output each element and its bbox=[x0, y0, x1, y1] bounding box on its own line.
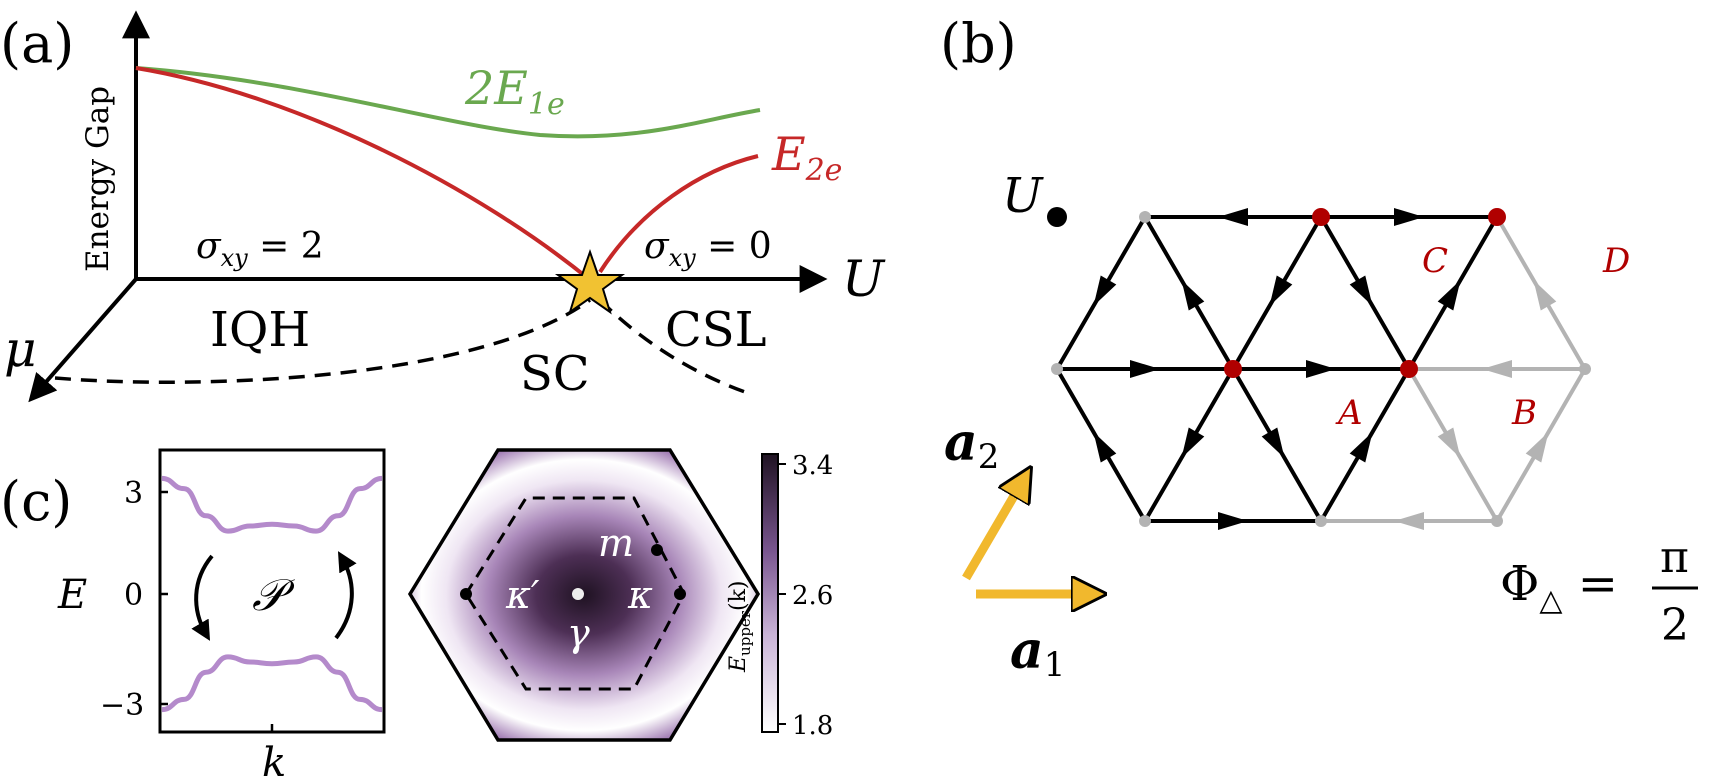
lattice-site bbox=[1315, 515, 1327, 527]
lattice-site bbox=[1491, 515, 1503, 527]
bond-arrow bbox=[1218, 208, 1248, 226]
lattice-site bbox=[1139, 515, 1151, 527]
vector-a2-label: a2 bbox=[944, 412, 999, 477]
site-label-a: A bbox=[1335, 393, 1363, 433]
particle-hole-arrow-right bbox=[334, 551, 357, 640]
label-kappa: κ bbox=[627, 573, 653, 617]
bz-heatmap bbox=[407, 448, 761, 742]
lattice-site bbox=[1400, 360, 1418, 378]
lattice-site bbox=[1488, 208, 1506, 226]
point-gamma bbox=[572, 588, 584, 600]
bond-arrow bbox=[1093, 275, 1117, 306]
dashed-boundary-right bbox=[598, 298, 746, 394]
colorbar bbox=[761, 453, 779, 733]
panel-b-label: (b) bbox=[940, 12, 1017, 75]
particle-hole-arrow-left bbox=[191, 554, 214, 641]
bond-arrow bbox=[1130, 360, 1160, 378]
panel-c: (c) 3 0 −3 E k 𝒫 m κ′ γ κ bbox=[0, 448, 833, 784]
point-kappa-prime bbox=[460, 588, 472, 600]
band-yticks bbox=[160, 490, 274, 732]
band-ytick-0: 0 bbox=[124, 578, 143, 613]
colorbar-label: Eupper(k) bbox=[726, 581, 754, 673]
site-label-c: C bbox=[1422, 241, 1448, 281]
bond-arrow bbox=[1533, 280, 1557, 311]
label-m: m bbox=[598, 521, 634, 565]
colorbar-tick-26: 2.6 bbox=[792, 581, 833, 611]
phase-iqh: IQH bbox=[210, 302, 310, 358]
bond-arrow bbox=[1306, 360, 1336, 378]
depth-axis bbox=[28, 277, 138, 403]
bond-arrow bbox=[1525, 432, 1549, 463]
bond-arrow bbox=[1269, 275, 1293, 306]
y-axis-label: Energy Gap bbox=[80, 86, 116, 272]
curve-E2e-right bbox=[598, 154, 759, 274]
upper-band bbox=[161, 475, 383, 534]
bond-arrow bbox=[1394, 512, 1424, 530]
lattice-site bbox=[1312, 208, 1330, 226]
colorbar-ticks bbox=[778, 463, 786, 725]
site-label-b: B bbox=[1511, 393, 1537, 433]
sigma-left: σxy = 2 bbox=[196, 226, 324, 272]
site-label-d: D bbox=[1602, 241, 1630, 281]
band-curves bbox=[161, 475, 383, 713]
lattice-site bbox=[1579, 363, 1591, 375]
lattice-site bbox=[1224, 360, 1242, 378]
lower-band bbox=[161, 654, 383, 713]
depth-axis-label: μ bbox=[4, 320, 37, 378]
bond-arrow bbox=[1482, 360, 1512, 378]
curve-2E1e bbox=[135, 66, 761, 139]
flux-formula: Φ△ = π 2 bbox=[1500, 532, 1698, 651]
bond-arrow bbox=[1181, 427, 1205, 458]
curve-E2e-left bbox=[135, 66, 592, 282]
bond-arrow bbox=[1349, 275, 1373, 306]
band-ytick-m3: −3 bbox=[100, 688, 144, 723]
panel-b: (b) U A B C D a1 a2 Φ△ = π 2 bbox=[940, 12, 1698, 685]
phase-csl: CSL bbox=[665, 302, 766, 358]
bond-arrow bbox=[1394, 208, 1424, 226]
svg-text:π: π bbox=[1660, 532, 1689, 583]
site-u bbox=[1047, 207, 1067, 227]
vector-a1-label: a1 bbox=[1010, 620, 1065, 685]
band-ytick-3: 3 bbox=[124, 476, 143, 511]
site-u-label: U bbox=[1002, 168, 1044, 224]
bond-arrow bbox=[1218, 512, 1248, 530]
bond-arrow bbox=[1437, 280, 1461, 311]
sigma-right: σxy = 0 bbox=[644, 226, 772, 272]
colorbar-tick-34: 3.4 bbox=[792, 451, 833, 481]
panel-c-label: (c) bbox=[0, 470, 72, 533]
band-ylabel: E bbox=[57, 572, 87, 618]
kagome-lattice bbox=[1047, 207, 1591, 530]
label-2E1e: 2E1e bbox=[464, 61, 565, 122]
dashed-boundary-left bbox=[54, 298, 592, 384]
operator-p-label: 𝒫 bbox=[252, 570, 295, 621]
critical-point-star bbox=[554, 248, 626, 315]
point-kappa bbox=[674, 588, 686, 600]
panel-a-label: (a) bbox=[0, 12, 74, 75]
bond-arrow bbox=[1181, 280, 1205, 311]
lattice-site bbox=[1051, 363, 1063, 375]
point-m bbox=[651, 544, 663, 556]
bond-arrow bbox=[1093, 432, 1117, 463]
svg-text:2: 2 bbox=[1661, 600, 1689, 651]
vector-a2-arrow bbox=[962, 472, 1028, 581]
band-xlabel: k bbox=[262, 740, 286, 784]
bond-arrow bbox=[1261, 427, 1285, 458]
svg-text:Φ△ =: Φ△ = bbox=[1500, 556, 1618, 618]
bond-arrow bbox=[1349, 432, 1373, 463]
panel-a: (a) Energy Gap U μ 2E1e E2e σxy = 2 σxy … bbox=[0, 10, 886, 403]
x-axis-label: U bbox=[842, 250, 886, 308]
bond-arrow bbox=[1437, 427, 1461, 458]
label-kappa-prime: κ′ bbox=[505, 573, 540, 617]
phase-sc: SC bbox=[520, 346, 590, 402]
lattice-site bbox=[1139, 211, 1151, 223]
colorbar-tick-18: 1.8 bbox=[792, 711, 833, 741]
label-gamma: γ bbox=[567, 611, 590, 655]
label-E2e: E2e bbox=[771, 127, 842, 188]
